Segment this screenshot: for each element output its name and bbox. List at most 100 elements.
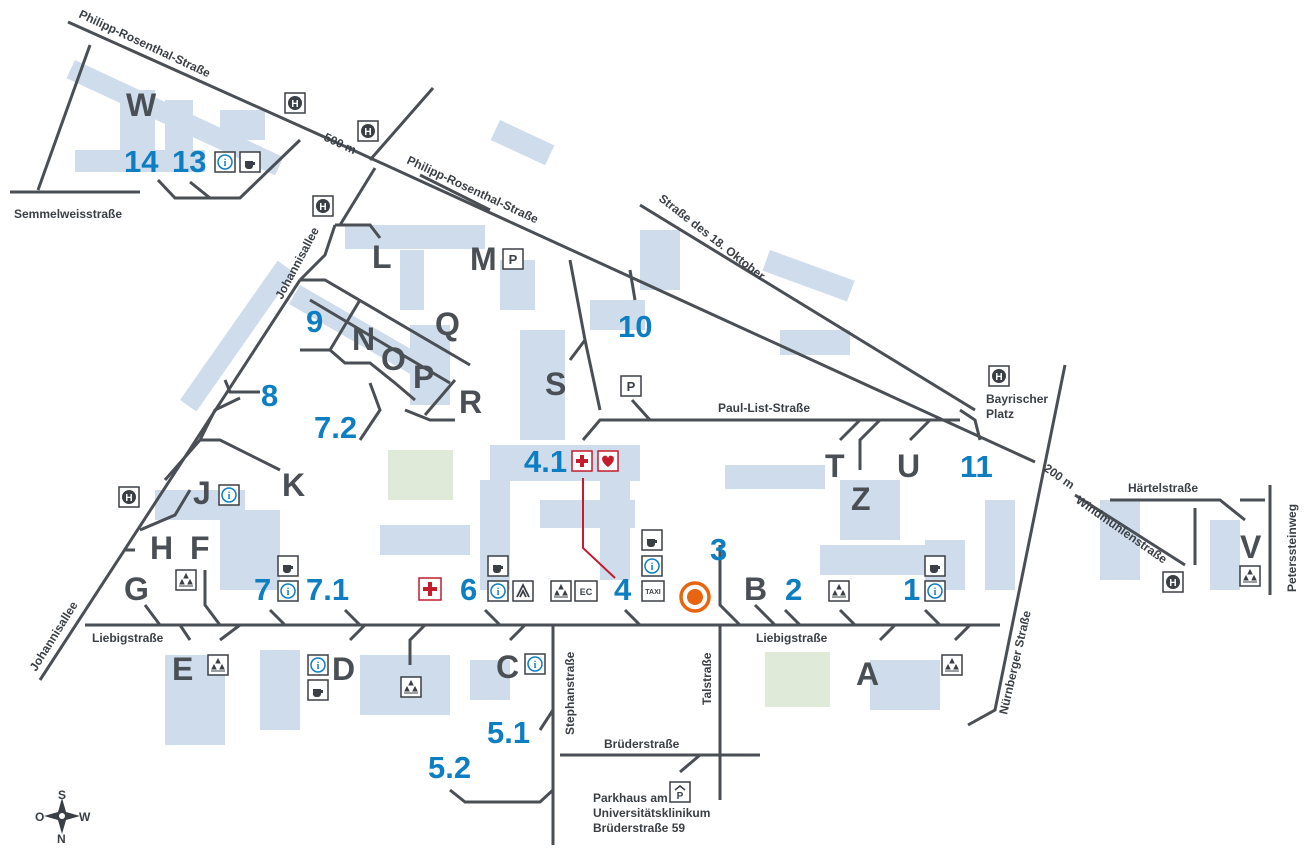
lecture-hall-icon — [550, 580, 572, 602]
building-5-1: 5.1 — [487, 715, 530, 750]
info-icon: i — [924, 580, 946, 602]
compass-n: N — [57, 832, 66, 846]
building-G: G — [124, 571, 149, 607]
bus-stop-icon: H — [357, 120, 379, 142]
bayrischer-platz-line1: Bayrischer — [986, 392, 1048, 406]
compass-w: W — [79, 810, 91, 824]
heart-icon — [597, 450, 619, 472]
lecture-hall-icon — [175, 569, 197, 591]
parkhaus-line2: Universitätsklinikum — [593, 806, 710, 820]
building-3: 3 — [710, 532, 727, 567]
route-line — [582, 478, 616, 579]
building-11: 11 — [960, 449, 993, 484]
scale-200m: 200 m — [1041, 461, 1077, 492]
street-paul-list: Paul-List-Straße — [718, 401, 810, 415]
parkhaus-line1: Parkhaus am — [593, 791, 668, 805]
misc-icons: EC TAXI — [418, 450, 665, 602]
building-1: 1 — [903, 572, 920, 607]
bayrischer-platz-line2: Platz — [986, 407, 1014, 421]
cafe-icon — [307, 679, 329, 701]
building-V: V — [1240, 529, 1262, 565]
svg-text:i: i — [497, 587, 500, 598]
street-peterssteinweg: Peterssteinweg — [1285, 504, 1299, 592]
bus-stop-icon: H — [284, 92, 306, 114]
building-R: R — [459, 384, 482, 420]
lecture-hall-icons — [175, 565, 1261, 698]
building-T: T — [825, 448, 845, 484]
building-U: U — [897, 448, 920, 484]
svg-text:i: i — [651, 562, 654, 573]
emergency-icon — [418, 577, 442, 601]
ec-atm-icon: EC — [574, 580, 598, 602]
svg-text:i: i — [228, 491, 231, 502]
svg-text:P: P — [677, 791, 684, 802]
svg-text:H: H — [1169, 578, 1176, 589]
building-13: 13 — [172, 144, 206, 179]
lecture-hall-icon — [941, 654, 963, 676]
building-6: 6 — [460, 572, 477, 607]
street-stephanstrasse: Stephanstraße — [563, 651, 577, 735]
lecture-hall-icon — [400, 676, 422, 698]
parking-icon: P — [502, 248, 524, 270]
building-D: D — [332, 651, 355, 687]
current-location-marker — [679, 581, 711, 613]
building-10: 10 — [618, 309, 652, 344]
bus-stop-icons: H H H H H H — [118, 92, 1184, 593]
street-johannisallee-bottom: Johannisallee — [27, 599, 81, 674]
building-P: P — [413, 359, 434, 395]
svg-text:i: i — [317, 661, 320, 672]
cafe-icon — [641, 529, 663, 551]
info-icon: i — [307, 654, 329, 676]
lecture-hall-icon — [1239, 565, 1261, 587]
compass-o: O — [35, 810, 44, 824]
taxi-icon: TAXI — [641, 580, 665, 602]
svg-text:H: H — [125, 493, 132, 504]
building-7-2: 7.2 — [314, 410, 357, 445]
building-8: 8 — [261, 378, 278, 413]
chapel-icon — [512, 580, 534, 602]
building-letters: W L M Q N O P R S K J H F G E D C B A T … — [124, 87, 1262, 692]
svg-text:i: i — [224, 158, 227, 169]
building-7-1: 7.1 — [306, 572, 349, 607]
cafe-icons — [239, 151, 946, 701]
info-icon: i — [218, 484, 240, 506]
building-2: 2 — [785, 572, 802, 607]
building-E: E — [172, 651, 193, 687]
info-icons: i i i i i i i i — [214, 151, 946, 676]
building-footprints — [66, 59, 1240, 745]
building-4-1: 4.1 — [524, 444, 567, 479]
parking-garage-icon: P — [669, 781, 691, 803]
svg-text:P: P — [627, 379, 636, 394]
svg-text:P: P — [509, 252, 518, 267]
svg-text:i: i — [287, 587, 290, 598]
building-F: F — [190, 530, 210, 566]
svg-text:i: i — [534, 660, 537, 671]
compass-rose: S O W N — [35, 788, 91, 846]
street-philipp-rosenthal-mid: Philipp-Rosenthal-Straße — [405, 153, 541, 226]
street-bruederstrasse: Brüderstraße — [604, 737, 680, 751]
building-4: 4 — [614, 572, 632, 607]
building-9: 9 — [306, 304, 323, 339]
parking-icons: P P P — [502, 248, 691, 803]
building-S: S — [545, 366, 566, 402]
building-J: J — [193, 475, 211, 511]
street-haertelstrasse: Härtelstraße — [1128, 481, 1198, 495]
building-W: W — [126, 87, 157, 123]
cafe-icon — [277, 555, 299, 577]
street-liebig-right: Liebigstraße — [756, 631, 828, 645]
svg-text:i: i — [934, 587, 937, 598]
lecture-hall-icon — [207, 654, 229, 676]
building-M: M — [470, 241, 497, 277]
info-icon: i — [641, 555, 663, 577]
scale-500m: 500 m — [322, 130, 359, 157]
first-aid-icon — [571, 450, 593, 472]
building-5-2: 5.2 — [428, 750, 471, 785]
building-O: O — [381, 341, 406, 377]
building-14: 14 — [124, 144, 159, 179]
building-B: B — [744, 571, 767, 607]
parkhaus-line3: Brüderstraße 59 — [593, 821, 685, 835]
info-icon: i — [487, 580, 509, 602]
bus-stop-icon: H — [1162, 571, 1184, 593]
info-icon: i — [214, 151, 236, 173]
